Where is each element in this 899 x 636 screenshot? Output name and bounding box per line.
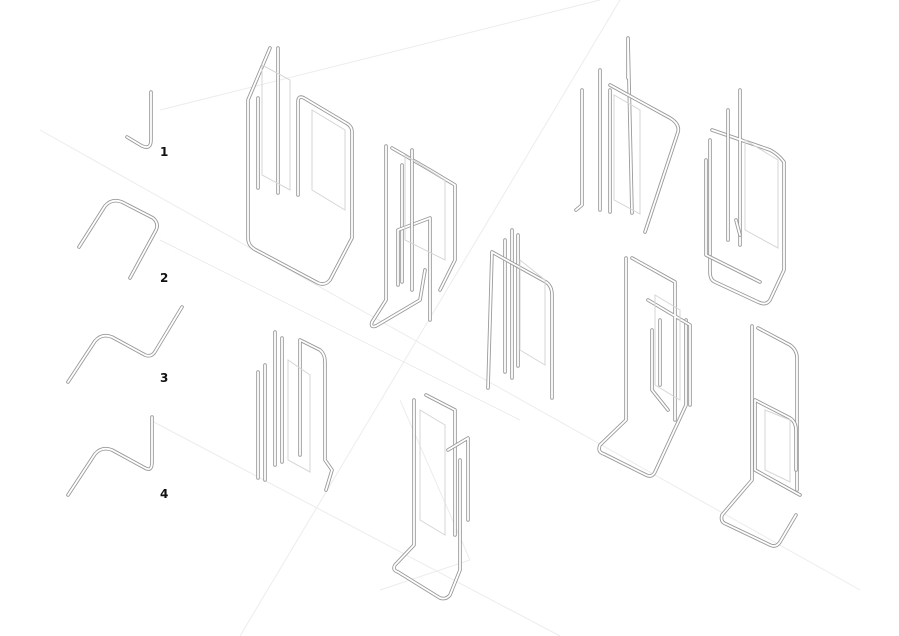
wire-tube-core — [425, 394, 456, 536]
wire-tube — [753, 398, 802, 497]
wire-tube-core — [720, 325, 797, 547]
wire-tube-core — [631, 257, 691, 421]
wire-tube — [392, 398, 462, 601]
wire-tube — [608, 83, 681, 234]
wire-tube-core — [393, 399, 461, 600]
wire-tube-core — [754, 399, 801, 496]
wire-tube — [756, 326, 799, 492]
wire-tube-core — [67, 306, 183, 383]
chair-2 — [369, 144, 457, 329]
wire-tube-core — [609, 84, 680, 233]
wire-tube-core — [575, 37, 633, 214]
wire-shape-2 — [77, 198, 159, 280]
wire-label-3: 3 — [160, 371, 169, 385]
wire-tube-core — [727, 109, 741, 241]
chair-4 — [704, 88, 786, 306]
wire-tube-core — [397, 217, 431, 321]
wire-tube-core — [487, 251, 553, 399]
chair-6 — [256, 330, 334, 492]
wire-tube-core — [299, 339, 333, 491]
guide-lines — [39, 0, 861, 636]
wire-tube — [446, 436, 470, 522]
wire-tube-core — [504, 229, 519, 379]
wire-tube-core — [651, 319, 669, 411]
wire-tube-core — [370, 145, 426, 328]
wire-tube-core — [709, 89, 785, 305]
chair-9 — [719, 324, 802, 548]
chair-8 — [597, 256, 692, 478]
wire-tube-core — [447, 437, 469, 521]
wire-tube — [298, 338, 334, 492]
wire-label-2: 2 — [160, 271, 169, 285]
chair-5 — [486, 228, 554, 400]
wire-label-4: 4 — [160, 487, 169, 501]
wire-tube — [708, 88, 786, 306]
wire-tube-core — [598, 257, 687, 477]
wire-tube-core — [757, 327, 798, 491]
chair-1 — [246, 46, 354, 286]
wire-tube-core — [257, 331, 283, 481]
wire-tube — [246, 46, 354, 286]
wire-tube — [597, 256, 688, 478]
wire-label-1: 1 — [160, 145, 169, 159]
chair-3 — [574, 36, 681, 234]
wire-shape-4 — [66, 415, 154, 497]
wire-tube-core — [705, 159, 761, 283]
wire-tube — [704, 158, 762, 284]
chair-7 — [392, 393, 470, 601]
wire-tube — [256, 330, 284, 482]
wire-tube — [574, 36, 634, 215]
wire-tube-core — [247, 47, 353, 285]
wire-tube — [719, 324, 798, 548]
wire-tube-core — [78, 199, 158, 279]
wire-tube-core — [126, 91, 152, 149]
wire-tube-core — [67, 416, 153, 496]
